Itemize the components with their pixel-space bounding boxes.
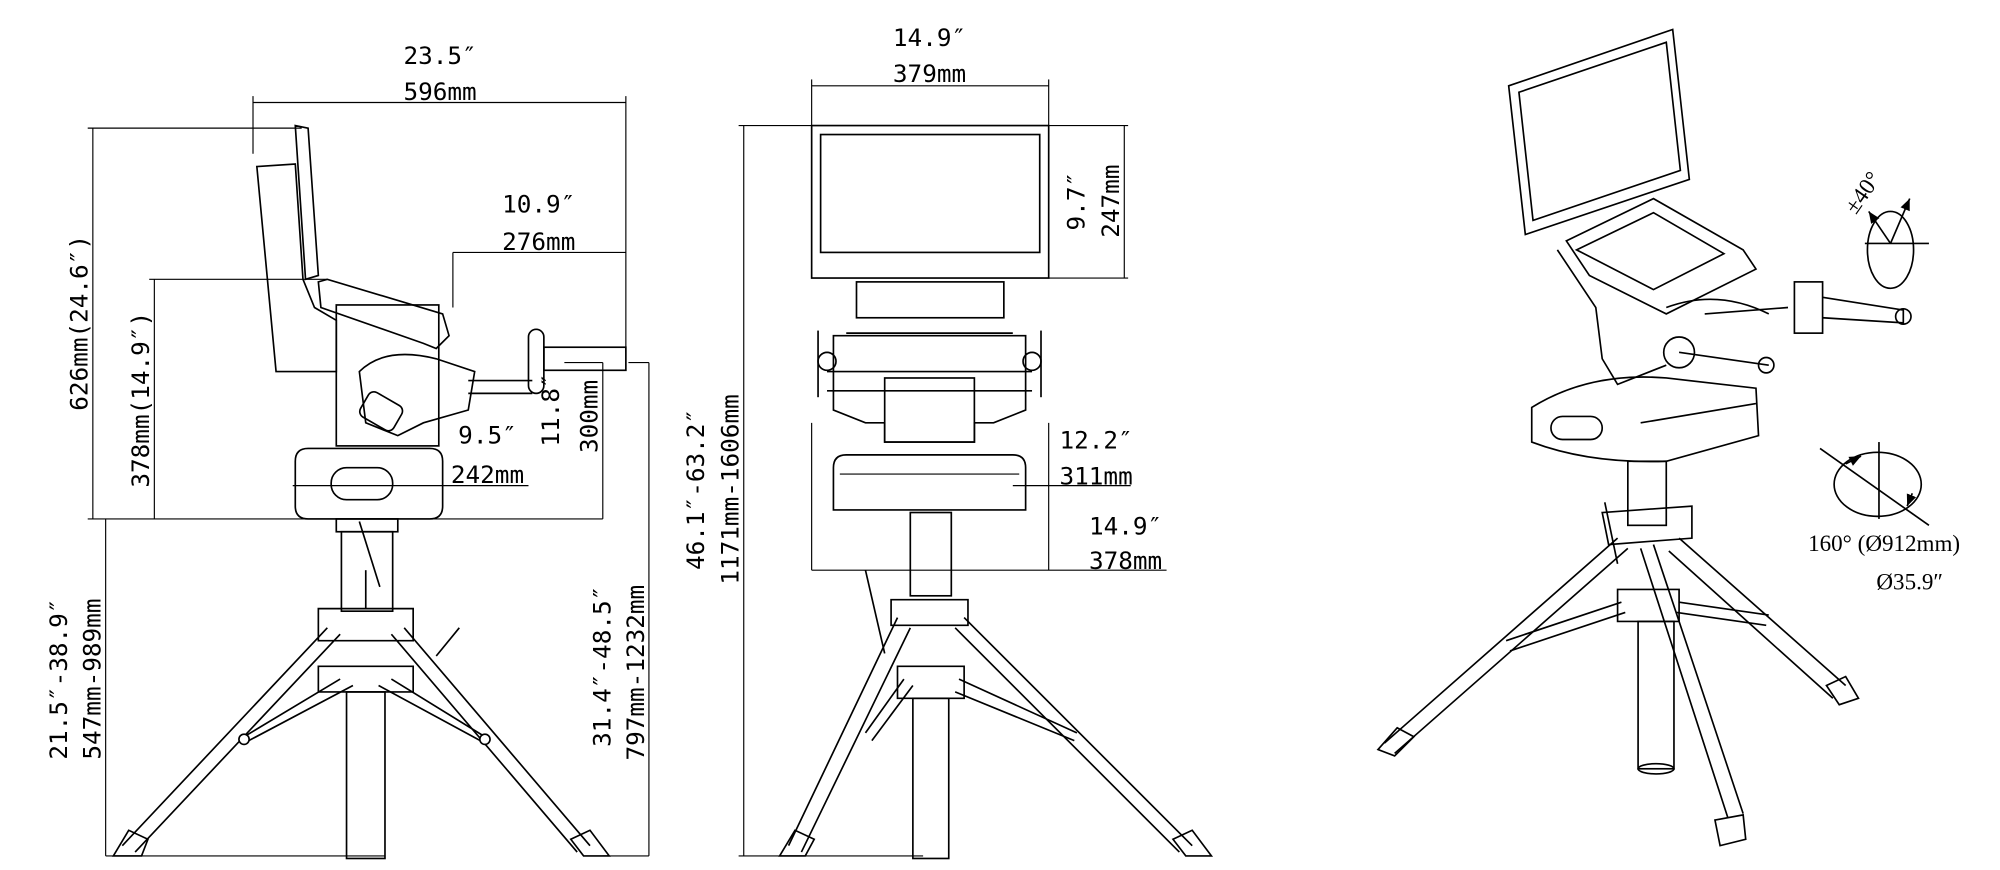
tilt-angle-label: ±40° (1839, 166, 1886, 218)
front-view: 14.9″ 379mm 9.7″ 247mm 46.1″-63.2″ 1171m… (681, 23, 1214, 860)
tripod-height-mm-label: 547mm-989mm (78, 599, 107, 760)
head-height-label: 626mm(24.6″) (65, 235, 94, 411)
pan-diameter-label: Ø35.9″ (1876, 568, 1943, 594)
iso-view-equipment (1376, 28, 1912, 847)
handle-floor-in-label: 31.4″-48.5″ (587, 586, 616, 747)
monitor-height-in-label: 9.7″ (1062, 172, 1091, 231)
handle-height-mm-label: 300mm (575, 380, 604, 453)
arm-reach-in-label: 10.9″ (502, 190, 575, 219)
handle-height-in-label: 11.8″ (536, 373, 565, 446)
pan-rotation-icon (1819, 442, 1930, 527)
iso-view: ±40° 160° (Ø912mm) Ø35.9″ (1376, 28, 1960, 847)
overall-width-mm-label: 596mm (403, 77, 476, 106)
overall-width-in-label: 14.9″ (1089, 511, 1162, 540)
total-height-in-label: 46.1″-63.2″ (681, 409, 710, 570)
side-dimension-lines (87, 96, 650, 857)
tripod-height-in-label: 21.5″-38.9″ (44, 599, 73, 760)
pan-range-label: 160° (Ø912mm) (1808, 530, 1960, 556)
monitor-width-in-label: 14.9″ (893, 23, 966, 52)
side-view: 23.5″ 596mm 10.9″ 276mm 626mm(24.6″) 378… (44, 41, 650, 860)
front-dimension-lines (738, 79, 1167, 857)
total-height-mm-label: 1171mm-1606mm (716, 394, 745, 584)
tilt-rotation-icon (1864, 198, 1929, 290)
arm-reach-mm-label: 276mm (502, 227, 575, 256)
monitor-height-mm-label: 247mm (1096, 165, 1125, 238)
side-view-equipment (111, 124, 627, 860)
base-width-mm-label: 311mm (1059, 461, 1132, 490)
handle-floor-mm-label: 797mm-1232mm (621, 585, 650, 761)
base-width-mm-label: 242mm (451, 460, 524, 489)
front-view-equipment (778, 124, 1214, 860)
overall-width-mm-label: 378mm (1089, 546, 1162, 575)
monitor-width-mm-label: 379mm (893, 59, 966, 88)
base-width-in-label: 9.5″ (458, 420, 517, 449)
console-height-label: 378mm(14.9″) (126, 312, 155, 488)
base-width-in-label: 12.2″ (1059, 425, 1132, 454)
overall-width-in-label: 23.5″ (403, 41, 476, 70)
